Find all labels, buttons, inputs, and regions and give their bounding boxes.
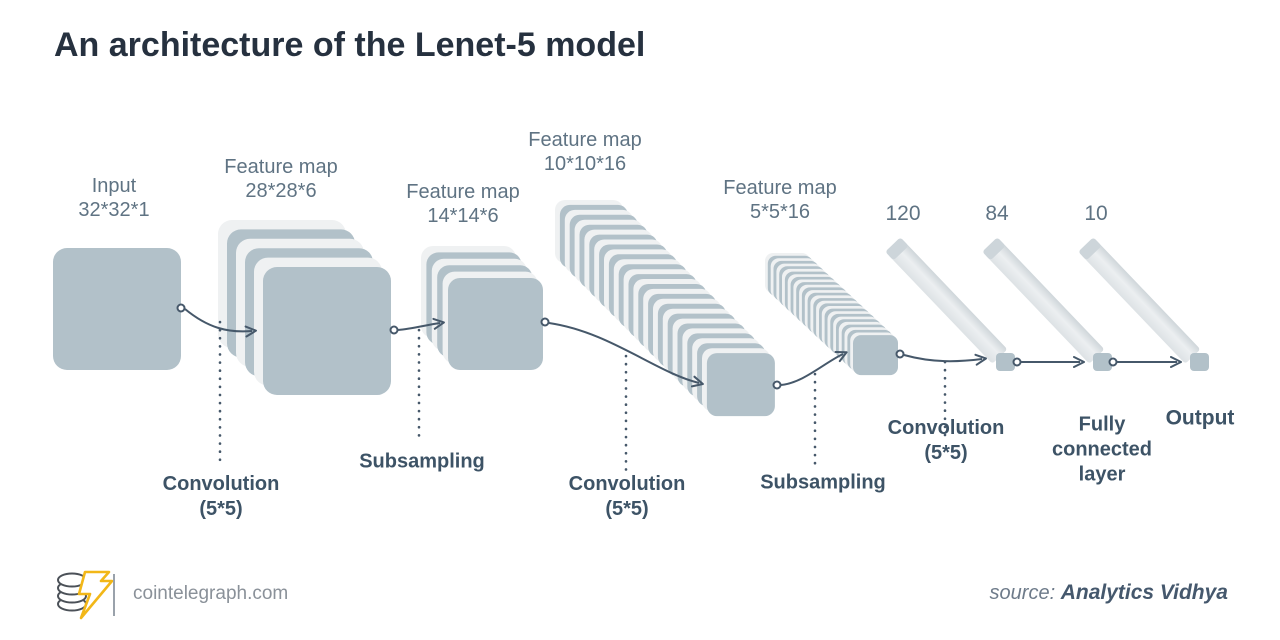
layer-label-84: 84 — [985, 202, 1009, 225]
bar-84-node — [1093, 353, 1112, 371]
layer-label-input: Input 32*32*1 — [78, 175, 150, 221]
layer-label-120: 120 — [885, 202, 921, 225]
arrow-s2-to-c3 — [540, 317, 704, 388]
layer-label-10: 10 — [1084, 202, 1108, 225]
layer-label-featuremap-10x10x16: Feature map 10*10*16 — [528, 129, 642, 175]
op-label-subsampling-1: Subsampling — [359, 450, 485, 473]
footer-source-text: source: Analytics Vidhya — [990, 581, 1228, 605]
op-label-convolution-3: Convolution (5*5) — [887, 417, 1005, 464]
arrow-c3-to-s4 — [772, 351, 848, 390]
arrow-s4-to-c5 — [895, 349, 987, 366]
op-label-output: Output — [1165, 406, 1235, 430]
cointelegraph-logo coin-stack-lightning-icon — [57, 570, 114, 620]
bar-84 — [983, 238, 1104, 363]
layer-label-featuremap-14x14x6: Feature map 14*14*6 — [406, 181, 520, 227]
arrow-input-to-c1 — [176, 303, 257, 338]
layer-label-featuremap-5x5x16: Feature map 5*5*16 — [723, 177, 837, 223]
page-title: An architecture of the Lenet-5 model — [54, 26, 646, 64]
footer-site-text: cointelegraph.com — [133, 583, 289, 604]
arrow-c1-to-s2 — [389, 317, 445, 335]
bar-120 — [886, 238, 1007, 363]
source-name: Analytics Vidhya — [1060, 581, 1228, 604]
stack-featuremap-28x28x6 — [218, 220, 391, 395]
bar-10 — [1079, 238, 1200, 363]
bar-10-node — [1190, 353, 1209, 371]
stack-featuremap-10x10x16 — [555, 200, 775, 417]
arrow-c5-to-f6 — [1012, 356, 1085, 368]
arrow-f6-to-output — [1108, 356, 1182, 368]
footer: cointelegraph.com source: Analytics Vidh… — [0, 560, 1280, 630]
bar-120-node — [996, 353, 1015, 371]
op-label-fully-connected: Fully connected layer — [1051, 413, 1153, 486]
op-label-convolution-1: Convolution (5*5) — [162, 473, 280, 520]
layer-label-featuremap-28x28x6: Feature map 28*28*6 — [224, 156, 338, 202]
input-block — [53, 248, 181, 370]
stack-featuremap-14x14x6 — [421, 246, 543, 370]
op-label-convolution-2: Convolution (5*5) — [568, 473, 686, 520]
source-prefix: source: — [989, 582, 1056, 604]
op-label-subsampling-2: Subsampling — [760, 471, 886, 494]
stack-featuremap-5x5x16 — [765, 253, 898, 376]
footer-divider — [113, 574, 115, 616]
